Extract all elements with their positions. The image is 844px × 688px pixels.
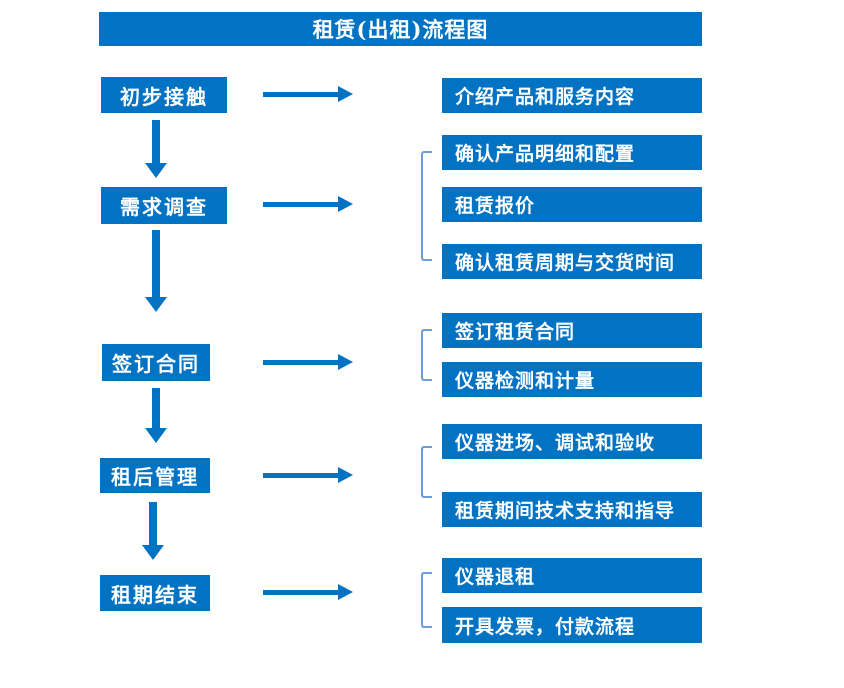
right-arrow-1 [263, 86, 353, 102]
down-arrow-shaft [149, 502, 157, 545]
right-arrow-2 [263, 196, 353, 212]
down-arrow-3-4 [145, 388, 167, 443]
right-arrow-head [338, 584, 353, 600]
flowchart-title-bar: 租赁(出租)流程图 [99, 12, 702, 46]
step-box-1: 初步接触 [101, 77, 227, 113]
output-box-5-1: 仪器退租 [442, 558, 702, 593]
down-arrow-head [142, 545, 164, 560]
down-arrow-head [145, 163, 167, 178]
down-arrow-2-3 [145, 230, 167, 312]
step-label-1: 初步接触 [120, 84, 208, 109]
output-box-3-2: 仪器检测和计量 [442, 362, 702, 397]
step-box-3: 签订合同 [102, 344, 210, 381]
right-arrow-shaft [263, 589, 338, 595]
right-arrow-shaft [263, 201, 338, 207]
output-label: 确认产品明细和配置 [455, 143, 636, 165]
right-arrow-shaft [263, 359, 338, 365]
step-label-3: 签订合同 [112, 352, 200, 376]
right-arrow-5 [263, 584, 353, 600]
down-arrow-shaft [152, 230, 160, 297]
right-arrow-head [338, 354, 353, 370]
output-label: 仪器检测和计量 [455, 370, 596, 392]
output-box-1-1: 介绍产品和服务内容 [442, 78, 702, 113]
output-box-4-1: 仪器进场、调试和验收 [442, 424, 702, 459]
output-box-5-2: 开具发票，付款流程 [442, 607, 702, 643]
output-box-3-1: 签订租赁合同 [442, 313, 702, 348]
right-arrow-head [338, 86, 353, 102]
output-box-4-2: 租赁期间技术支持和指导 [442, 492, 702, 527]
output-box-2-3: 确认租赁周期与交货时间 [442, 244, 702, 279]
flowchart-title: 租赁(出租)流程图 [312, 17, 489, 42]
output-box-2-1: 确认产品明细和配置 [442, 135, 702, 170]
right-arrow-head [338, 196, 353, 212]
down-arrow-head [145, 428, 167, 443]
step-box-4: 租后管理 [100, 458, 210, 493]
step-label-2: 需求调查 [120, 195, 208, 219]
bracket-group-4 [421, 446, 432, 498]
output-label: 租赁期间技术支持和指导 [455, 500, 676, 522]
down-arrow-head [145, 297, 167, 312]
right-arrow-4 [263, 467, 353, 483]
output-label: 签订租赁合同 [455, 321, 576, 343]
bracket-group-2 [421, 151, 432, 261]
output-label: 确认租赁周期与交货时间 [455, 252, 676, 274]
right-arrow-3 [263, 354, 353, 370]
step-box-5: 租期结束 [100, 575, 210, 611]
output-label: 仪器退租 [455, 566, 536, 588]
step-label-4: 租后管理 [111, 465, 199, 489]
output-label: 仪器进场、调试和验收 [455, 432, 656, 454]
right-arrow-head [338, 467, 353, 483]
bracket-group-5 [421, 572, 432, 628]
step-label-5: 租期结束 [111, 582, 199, 607]
down-arrow-4-5 [142, 502, 164, 560]
right-arrow-shaft [263, 472, 338, 478]
down-arrow-shaft [152, 388, 160, 428]
down-arrow-shaft [152, 120, 160, 163]
output-label: 介绍产品和服务内容 [455, 86, 636, 108]
step-box-2: 需求调查 [101, 187, 227, 224]
output-label: 开具发票，付款流程 [455, 615, 636, 638]
bracket-group-3 [421, 329, 432, 381]
down-arrow-1-2 [145, 120, 167, 178]
right-arrow-shaft [263, 91, 338, 97]
output-label: 租赁报价 [455, 195, 536, 217]
output-box-2-2: 租赁报价 [442, 187, 702, 222]
